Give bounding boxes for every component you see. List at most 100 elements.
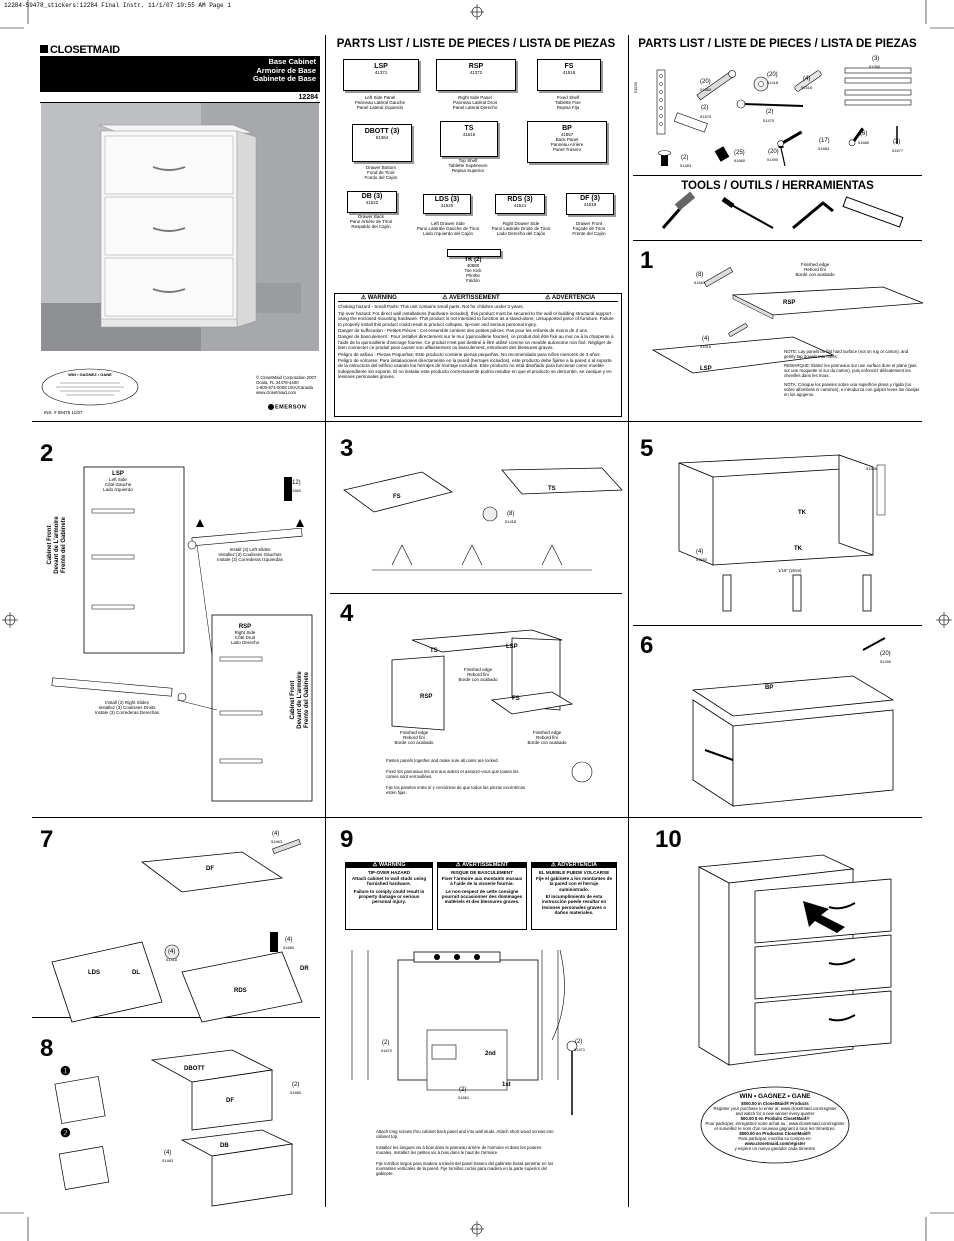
- hw-51516-num: 51516: [801, 85, 813, 90]
- s8-num1: 51680: [290, 1090, 302, 1095]
- part-tk: [447, 249, 501, 257]
- s9-num1: 51670: [381, 1048, 393, 1053]
- s4-lsp: LSP: [506, 644, 518, 650]
- step-2-diagram: [51, 466, 313, 802]
- corp-line: © ClosetMaid Corporation 2007: [256, 375, 317, 380]
- hw-51663-num: 51663: [700, 87, 712, 92]
- part-lds: LDS (3)41520: [423, 194, 471, 214]
- edge-line: Borde con acabado: [458, 677, 498, 682]
- note-line: Attach long screws thru cabinet back pan…: [376, 1129, 554, 1139]
- win-badge-content: WIN • GAGNEZ • GANE $500.00 in ClosetMai…: [704, 1093, 846, 1151]
- ins-code: INS. # 59478 11/07: [44, 410, 83, 415]
- note-line: NOTE: Lay panels on flat hard surface (n…: [784, 349, 909, 359]
- rsp-desc: Right Side: [234, 630, 256, 635]
- step-2-number: 2: [40, 440, 54, 467]
- part-number: 40880: [466, 263, 480, 268]
- part-code: DF (3): [580, 195, 600, 202]
- warning-head: ⚠ ADVERTENCIA: [545, 295, 596, 301]
- rule: [40, 102, 320, 103]
- s1-qty1: (8): [696, 272, 704, 278]
- install-line: Install (3) Right Slides: [105, 700, 149, 705]
- hardware-illustrations: [656, 67, 912, 167]
- front-line: Cabinet Front: [290, 680, 296, 720]
- step-8-number: 8: [40, 1035, 54, 1062]
- lsp-desc: Lado Izquierdo: [103, 487, 133, 492]
- win-title: WIN • GAGNEZ • GANE: [739, 1093, 811, 1100]
- note-line: REMARQUE: Étalez les panneaux sur une su…: [784, 363, 917, 378]
- part-df: DF (3)41519: [566, 193, 614, 215]
- hw-51680-qty: (6): [860, 131, 868, 137]
- desc-line: Top Shelf: [458, 158, 478, 163]
- grid-divider: [32, 1017, 320, 1018]
- step-3-diagram: [343, 467, 623, 571]
- s9-qty3: (2): [575, 1039, 583, 1045]
- win-line: Pour participer, enregistrez votre achat…: [705, 1121, 845, 1126]
- s5-tk-2: TK: [794, 546, 802, 552]
- corp-line: Ocala, FL 34478-4400: [256, 380, 299, 385]
- rsp-desc: Lado Derecho: [230, 640, 260, 645]
- s9-second: 2nd: [485, 1051, 496, 1057]
- install-line: Instale (3) Correderas Izquierdas: [217, 557, 283, 562]
- level-icon: [842, 196, 904, 228]
- edge-line: Rebord fini: [536, 735, 558, 740]
- s9-head: ⚠ AVERTISSEMENT: [438, 862, 526, 869]
- desc-line: Tablette Fixe: [555, 100, 581, 105]
- part-number: 41521: [513, 203, 527, 208]
- s5-qty: (4): [696, 549, 704, 555]
- hw-51663-qty: (20): [700, 79, 711, 85]
- s9-head-text: ADVERTENCIA: [557, 862, 597, 868]
- edge-line: Finished edge: [463, 667, 493, 672]
- s6-qty: (20): [880, 651, 891, 657]
- part-number: 41372: [469, 70, 483, 75]
- tools-title: TOOLS / OUTILS / HERRAMIENTAS: [681, 180, 874, 192]
- edge-line: Rebord fini: [403, 735, 425, 740]
- s3-fs: FS: [393, 494, 401, 500]
- s5-tk-1: TK: [798, 510, 806, 516]
- s9-warning-fr: ⚠ AVERTISSEMENT RISQUE DE BASCULEMENT Fi…: [437, 862, 527, 930]
- win-line: 500.00 $ en Produits ClosetMaid®: [740, 1116, 810, 1121]
- s8-marker-2: ❷: [60, 1126, 71, 1140]
- phillips-screwdriver-icon: [721, 196, 774, 229]
- desc-line: Tablette Supérieure: [448, 163, 488, 168]
- emerson-text: EMERSON: [275, 404, 307, 411]
- s1-qty2: (4): [702, 336, 710, 342]
- parts-title-right: PARTS LIST / LISTE DE PIECES / LISTA DE …: [638, 38, 917, 50]
- hw-51683-qty: (17): [819, 138, 830, 144]
- s9-head: ⚠ ADVERTENCIA: [532, 862, 616, 869]
- warning-head: ⚠ AVERTISSEMENT: [442, 295, 500, 301]
- s8-dbott: DBOTT: [184, 1066, 205, 1072]
- desc-line: Left Drawer Side: [431, 221, 465, 226]
- s7-qty1: (4): [272, 831, 280, 837]
- step-3-number: 3: [340, 435, 354, 462]
- desc-line: Drawer Back: [358, 214, 384, 219]
- hw-51680-num: 51680: [858, 140, 870, 145]
- step-5-diagram: [678, 454, 886, 612]
- desc-line: Repisa Superior: [451, 168, 485, 173]
- desc-line: Frente del Cajón: [572, 231, 606, 236]
- s7-rds: RDS: [234, 988, 247, 994]
- desc-line: Panneau Arrière: [550, 142, 584, 147]
- s1-rsp: RSP: [783, 300, 796, 306]
- warning-head-text: WARNING: [367, 295, 397, 301]
- part-number: 41518: [562, 70, 576, 75]
- front-line: Cabinet Front: [47, 525, 53, 565]
- warning-para: Peligro de asfixia - Piezas Pequeñas: Es…: [338, 351, 601, 357]
- hammer-icon: [661, 191, 696, 229]
- front-line: Devant de L'armoire: [297, 671, 303, 729]
- warning-head-text: ADVERTENCIA: [551, 295, 596, 301]
- part-code: BP: [562, 125, 572, 132]
- grid-divider: [32, 421, 922, 422]
- hw-51683-num: 51683: [818, 146, 830, 151]
- s9-qty2: (2): [459, 1087, 467, 1093]
- edge-line: Borde con acabado: [394, 740, 434, 745]
- s9-head: ⚠ WARNING: [346, 862, 432, 869]
- s7-df: DF: [206, 866, 214, 872]
- part-number: 41519: [583, 202, 597, 207]
- tools-illustrations: [661, 191, 904, 230]
- s9-warning-es: ⚠ ADVERTENCIA EL MUEBLE PUEDE VOLCARSE F…: [531, 862, 617, 930]
